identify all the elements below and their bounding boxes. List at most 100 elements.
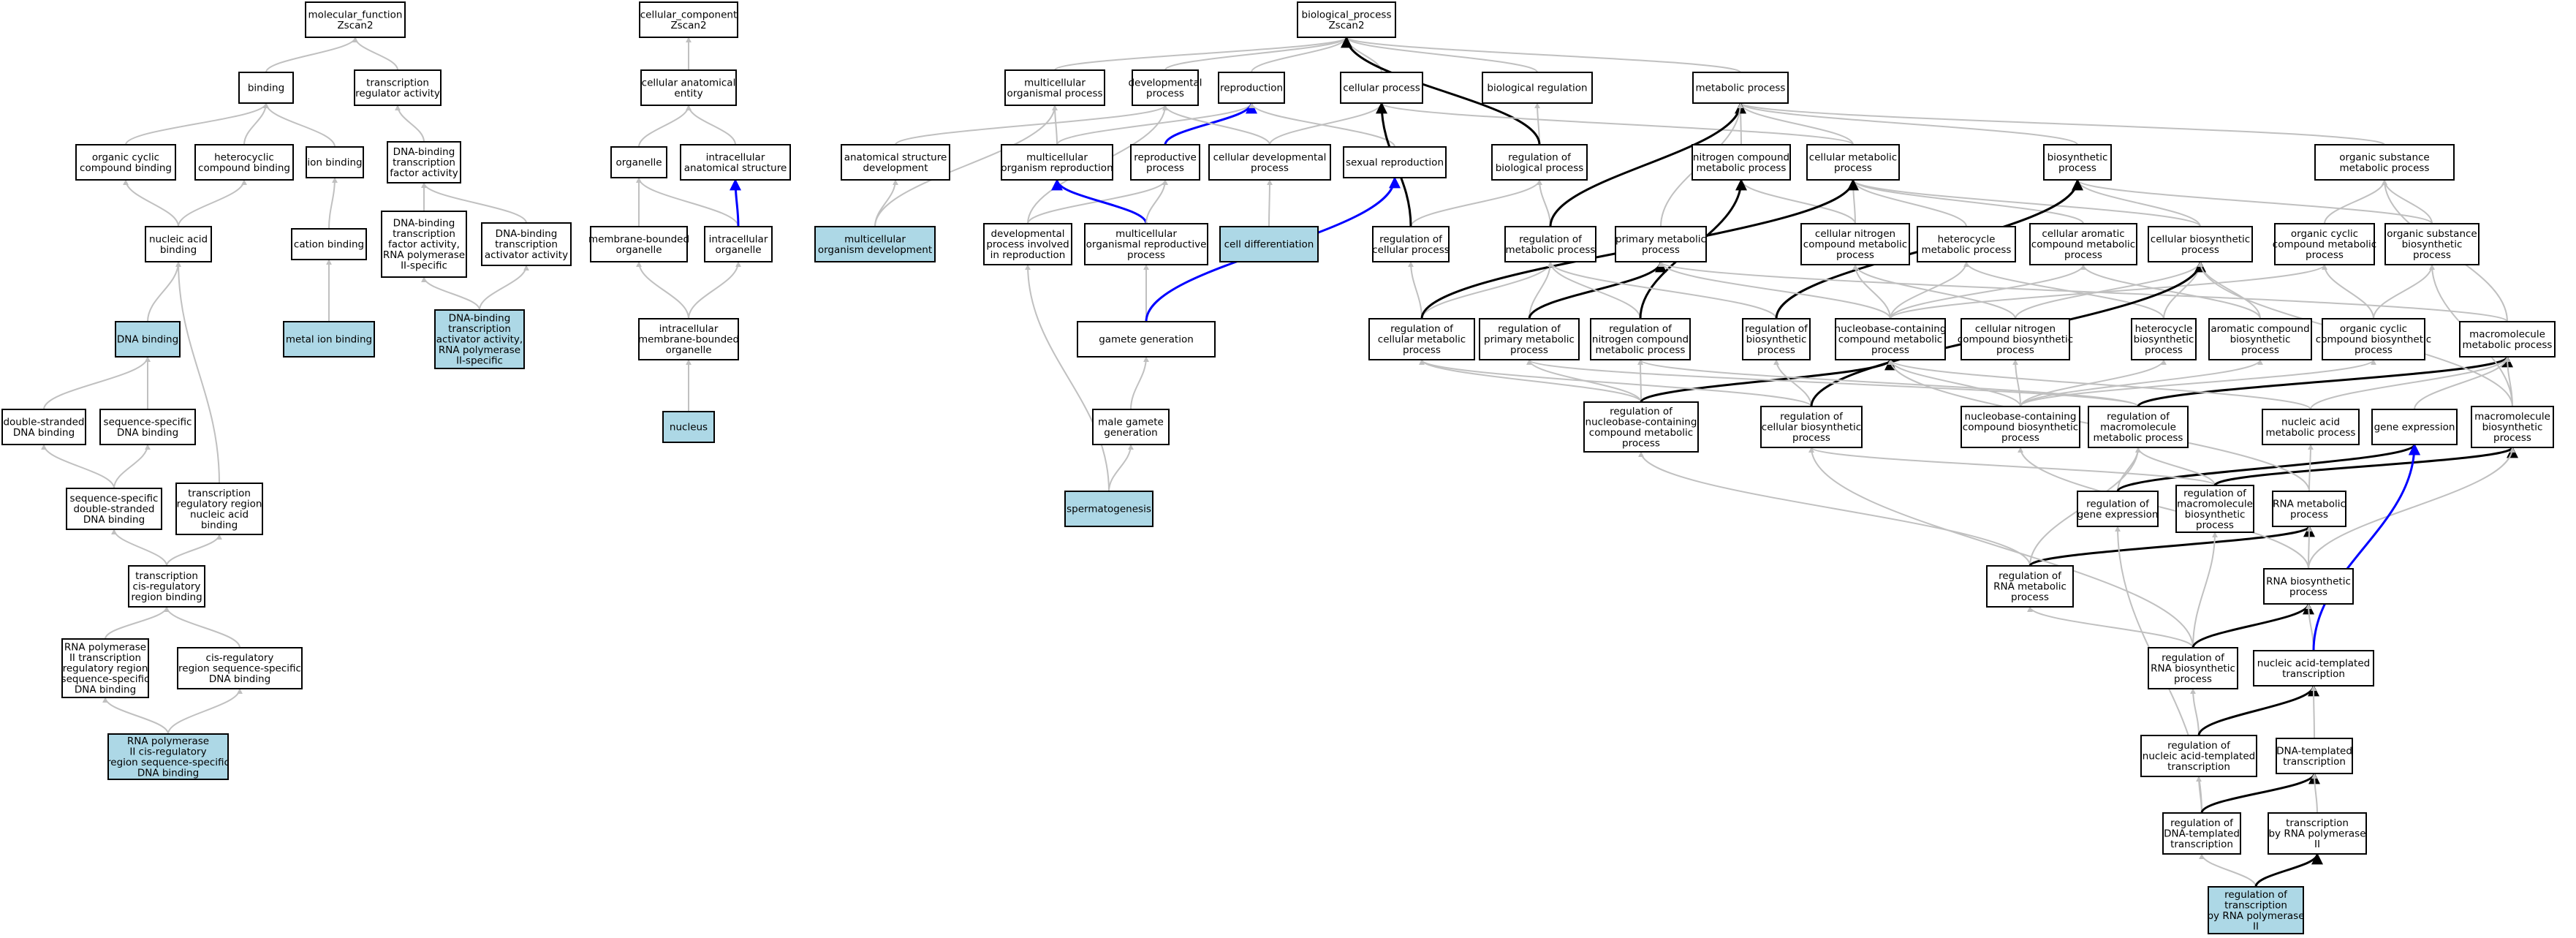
term-node-cationb[interactable]: cation binding <box>291 228 367 260</box>
term-node-label: process <box>2011 591 2049 603</box>
term-node-ionb[interactable]: ion binding <box>306 146 364 178</box>
term-node-nucleus[interactable]: nucleus <box>662 411 715 443</box>
term-node-celldiff[interactable]: cell differentiation <box>1219 226 1319 262</box>
term-node-label: compound biosynthetic <box>2316 334 2431 346</box>
edge-regge-to-geneexp <box>2116 443 2420 492</box>
term-node-label: process <box>2064 249 2102 261</box>
edge-mor-to-mop <box>1052 105 1058 145</box>
term-node-repro[interactable]: reproduction <box>1218 72 1285 104</box>
term-node-label: cellular_component <box>640 9 737 20</box>
term-node-gamgen[interactable]: gamete generation <box>1077 321 1216 358</box>
term-node-cellp[interactable]: cellular process <box>1340 72 1423 104</box>
edge-occb-to-binding <box>125 102 269 145</box>
term-node-regmbp[interactable]: regulation ofmacromoleculebiosyntheticpr… <box>2175 485 2254 533</box>
term-node-spermatogenesis[interactable]: spermatogenesis <box>1064 491 1153 527</box>
term-node-label: cellular developmental <box>1213 151 1327 163</box>
term-node-organelle[interactable]: organelle <box>610 146 667 178</box>
term-node-dnab[interactable]: DNA binding <box>115 321 181 358</box>
term-node-regnbccmp[interactable]: regulation ofnucleobase-containingcompou… <box>1583 401 1699 453</box>
term-node-geneexp[interactable]: gene expression <box>2371 409 2458 445</box>
term-node-metp[interactable]: metabolic process <box>1692 72 1789 104</box>
term-node-mib[interactable]: metal ion binding <box>283 321 375 358</box>
term-node-binding[interactable]: binding <box>238 72 294 104</box>
term-node-bioreg[interactable]: biological regulation <box>1482 72 1593 104</box>
term-node-sexrep[interactable]: sexual reproduction <box>1343 146 1447 178</box>
